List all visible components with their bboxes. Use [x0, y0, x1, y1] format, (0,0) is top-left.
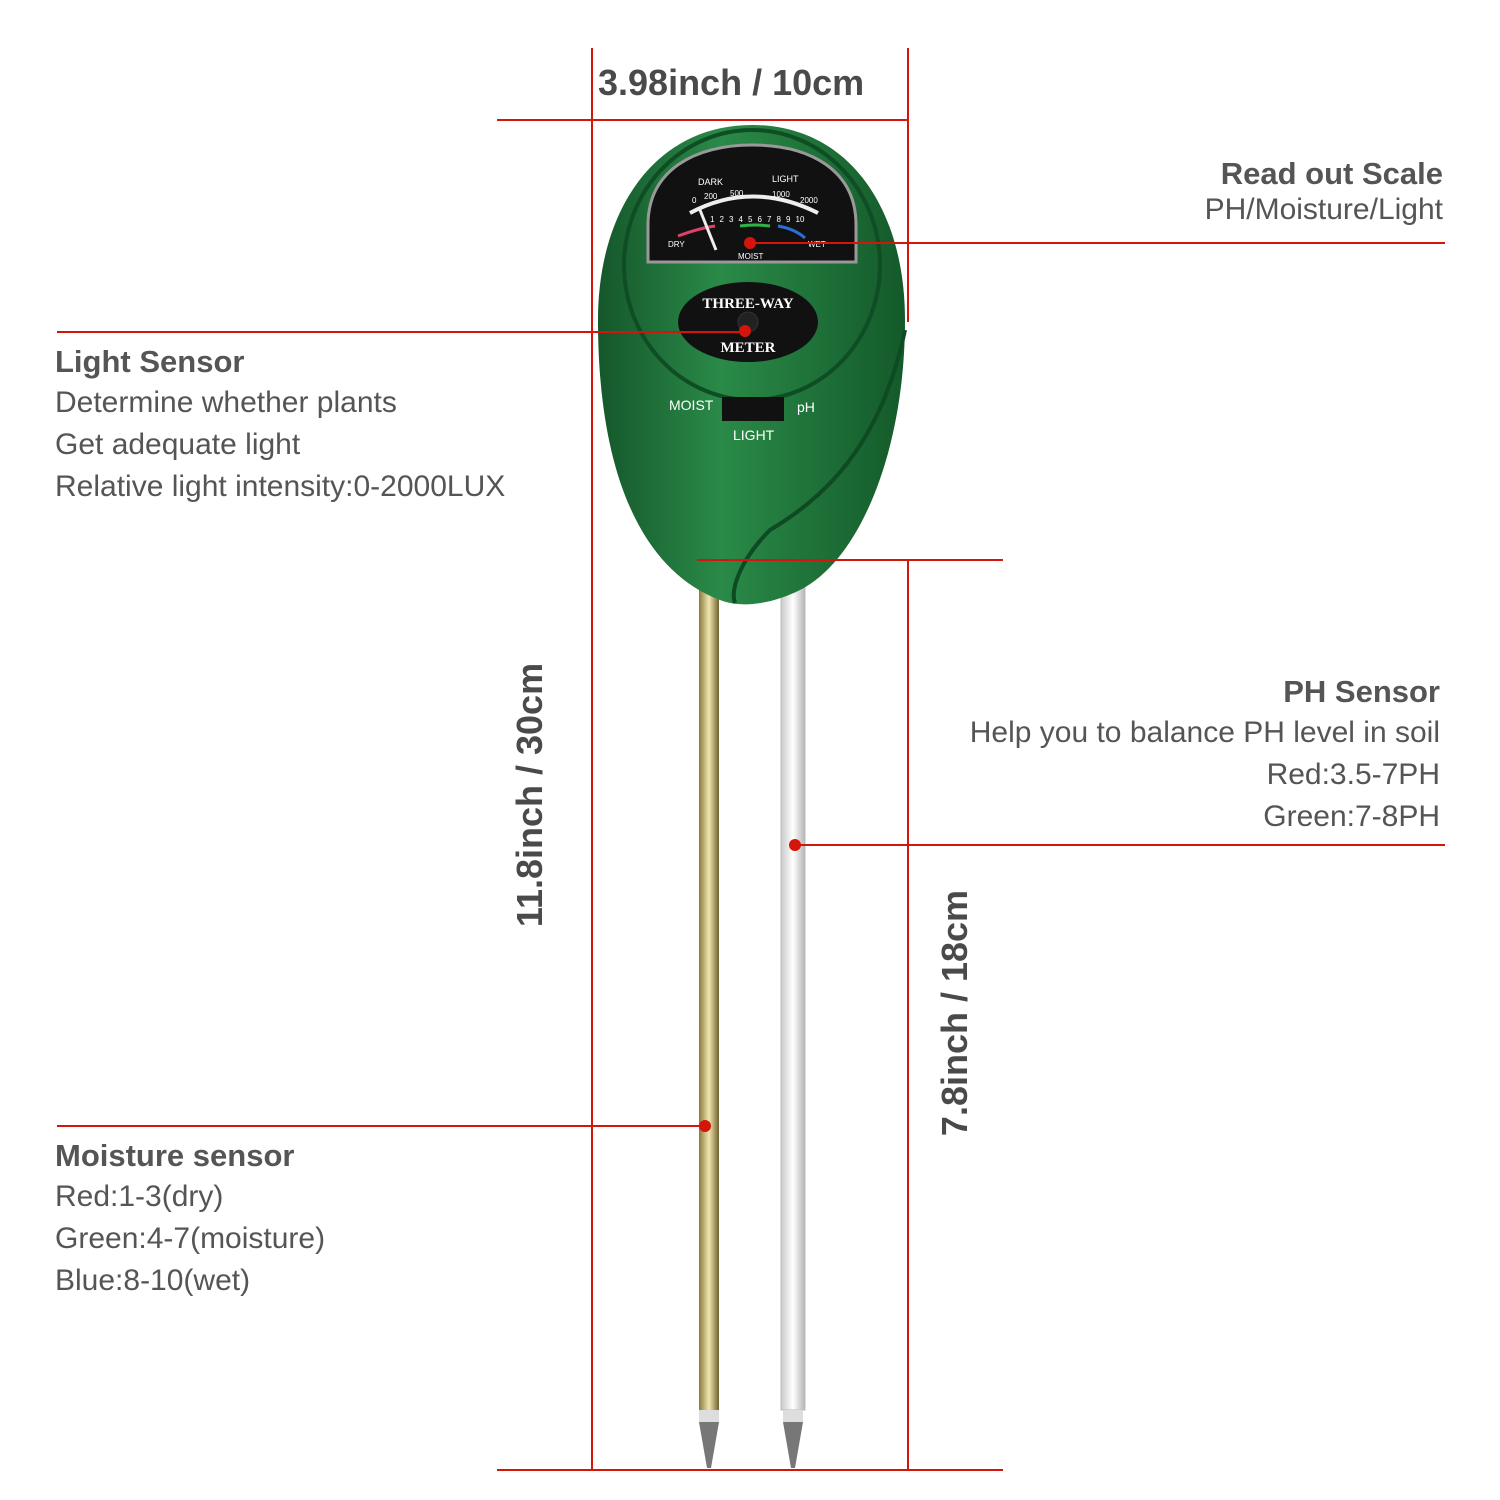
dial-dark-label: DARK	[698, 177, 723, 187]
dial-moist-tick: 10	[796, 215, 805, 224]
dial-light-tick: 200	[704, 192, 718, 201]
switch-ph-label: pH	[797, 399, 815, 415]
dial-light-tick: 1000	[772, 190, 790, 199]
dial-moist-tick: 6	[758, 215, 763, 224]
readout-title: Read out Scale	[1220, 156, 1443, 191]
moisture-sensor-line: Green:4-7(moisture)	[55, 1222, 326, 1255]
ph-sensor-title: PH Sensor	[1283, 674, 1440, 709]
light-sensor-title: Light Sensor	[55, 344, 245, 379]
dial-face	[646, 143, 858, 264]
width-dimension: 3.98inch / 10cm	[598, 62, 865, 103]
moisture-sensor-line: Red:1-3(dry)	[55, 1180, 224, 1213]
readout-annotation: Read out Scale PH/Moisture/Light	[1205, 156, 1443, 228]
dial-moist-tick: 1	[710, 215, 715, 224]
moisture-sensor-marker	[699, 1120, 711, 1132]
dial-moist-tick: 4	[739, 215, 744, 224]
light-sensor-annotation: Light Sensor Determine whether plants Ge…	[55, 344, 505, 508]
dial-light-label: LIGHT	[772, 174, 799, 184]
moisture-sensor-line: Blue:8-10(wet)	[55, 1264, 251, 1297]
dial-moist-tick: 2	[720, 215, 725, 224]
readout-line: PH/Moisture/Light	[1204, 193, 1443, 226]
dial-moist-tick: 7	[767, 215, 772, 224]
dial-moist-tick: 3	[729, 215, 734, 224]
dial-needle	[698, 209, 718, 251]
dial-light-tick: 500	[730, 189, 744, 198]
dial-moist-tick: 5	[748, 215, 753, 224]
dial-moist-tick: 8	[777, 215, 782, 224]
readout-marker	[744, 237, 756, 249]
probe-length-dimension: 7.8inch / 18cm	[934, 889, 975, 1137]
light-sensor-line: Get adequate light	[55, 428, 301, 461]
moisture-sensor-annotation: Moisture sensor Red:1-3(dry) Green:4-7(m…	[55, 1138, 325, 1302]
dial-moist-label: MOIST	[738, 252, 763, 261]
annotation-lines	[57, 48, 1445, 1471]
ph-probe	[780, 574, 806, 1411]
badge-top-text: THREE-WAY	[702, 296, 793, 312]
dial-moist-tick: 9	[786, 215, 791, 224]
total-length-dimension: 11.8inch / 30cm	[509, 662, 550, 928]
switch-light-label: LIGHT	[733, 427, 775, 443]
light-sensor-line: Relative light intensity:0-2000LUX	[55, 470, 506, 503]
dial-light-tick: 2000	[800, 196, 818, 205]
ph-sensor-line: Help you to balance PH level in soil	[969, 716, 1440, 749]
ph-sensor-line: Green:7-8PH	[1263, 800, 1440, 833]
ph-sensor-marker	[789, 839, 801, 851]
badge-bottom-text: METER	[720, 340, 775, 356]
ph-sensor-line: Red:3.5-7PH	[1266, 758, 1440, 791]
moisture-sensor-title: Moisture sensor	[55, 1138, 295, 1173]
light-sensor-line: Determine whether plants	[55, 386, 397, 419]
dial-dry-label: DRY	[668, 240, 685, 249]
dial-wet-label: WET	[808, 240, 826, 249]
switch-moist-label: MOIST	[669, 397, 714, 413]
light-sensor-marker	[739, 325, 751, 337]
moisture-probe	[699, 565, 719, 1410]
ph-sensor-annotation: PH Sensor Help you to balance PH level i…	[970, 674, 1440, 838]
dial-light-tick: 0	[692, 196, 697, 205]
mode-switch	[722, 397, 784, 421]
